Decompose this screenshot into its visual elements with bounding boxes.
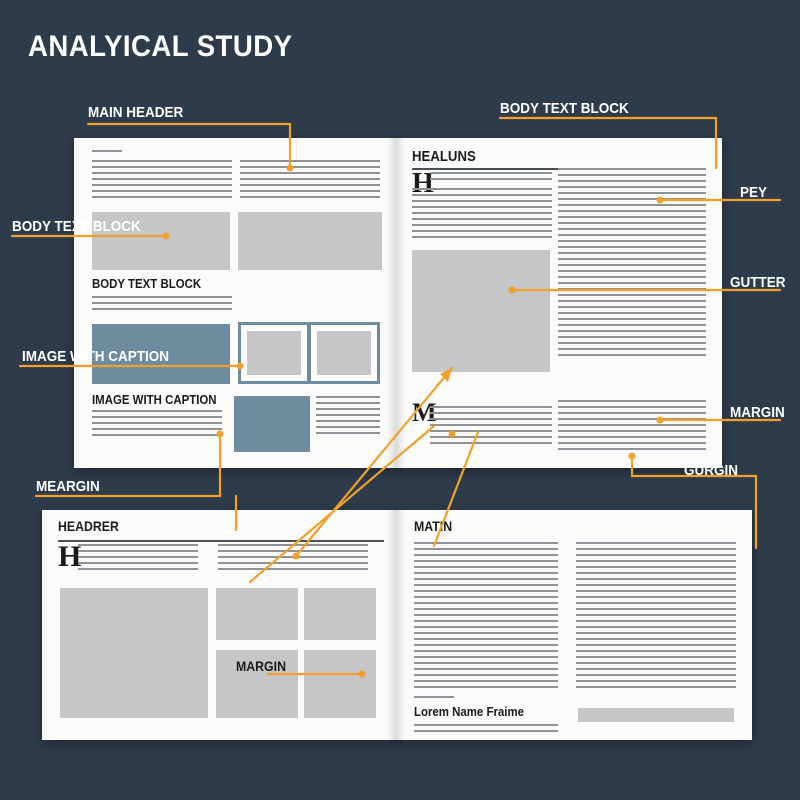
callout-body-text-block-top: BODY TEXT BLOCK <box>500 100 629 117</box>
callout-dot <box>656 416 664 424</box>
callout-dot <box>236 362 244 370</box>
bottom-left-body-text <box>78 544 198 574</box>
top-left-image-right <box>238 212 382 270</box>
top-right-heading: HEALUNS <box>412 148 476 165</box>
callout-image-with-caption: IMAGE WITH CAPTION <box>22 348 169 365</box>
bottom-left-image-1 <box>60 588 208 718</box>
bottom-left-body-text-2 <box>218 544 368 574</box>
bottom-left-image-4 <box>216 650 298 718</box>
bottom-left-image-5 <box>304 650 376 718</box>
top-right-lower-text <box>430 406 552 444</box>
callout-meargin: MEARGIN <box>36 478 100 495</box>
bottom-left-image-3 <box>304 588 376 640</box>
callout-gutter: GUTTER <box>730 274 786 291</box>
meargin-callout-line <box>34 432 222 498</box>
callout-dot <box>216 430 224 438</box>
top-right-intro-text <box>430 172 552 184</box>
bottom-left-header-rule <box>58 540 384 542</box>
bottom-right-text-col-2 <box>576 542 736 692</box>
bottom-left-image-2 <box>216 588 298 640</box>
diagonal-callout-line-1 <box>294 366 454 558</box>
top-left-image-caption-label: IMAGE WITH CAPTION <box>92 392 217 407</box>
callout-dot <box>358 670 366 678</box>
top-left-body-text <box>92 160 232 200</box>
bottom-right-name-text <box>414 724 558 732</box>
callout-dot <box>508 286 516 294</box>
top-left-caption-text-2 <box>316 396 380 436</box>
top-spread: BODY TEXT BLOCK IMAGE WITH CAPTION HEALU… <box>74 138 722 468</box>
bottom-right-name-line: Lorem Name Fraime <box>414 704 524 719</box>
main-header-callout-line <box>86 122 292 170</box>
callout-margin: MARGIN <box>730 404 785 421</box>
callout-body-text-block-left: BODY TEXT BLOCK <box>12 218 141 235</box>
callout-pey: PEY <box>740 184 768 201</box>
top-left-image-dark <box>92 324 230 384</box>
top-left-header-text <box>92 150 122 154</box>
top-spread-fold <box>387 138 405 468</box>
callout-main-header: MAIN HEADER <box>88 104 184 121</box>
top-left-caption-text <box>92 410 222 440</box>
page-title: ANALYICAL STUDY <box>28 30 293 63</box>
gurgin-callout-line <box>630 454 758 550</box>
top-left-image-frame-1 <box>238 322 310 384</box>
bottom-right-small-image <box>578 708 734 722</box>
top-left-body-text-2 <box>240 160 380 200</box>
bottom-left-header: HEADRER <box>58 518 119 534</box>
callout-dot <box>656 196 664 204</box>
top-right-image <box>412 250 550 372</box>
top-left-caption-image <box>234 396 310 452</box>
top-right-lower-column <box>558 400 706 450</box>
bottom-right-kicker <box>414 696 454 700</box>
top-left-image-wide <box>92 212 230 270</box>
top-right-body-text <box>412 188 552 238</box>
body-text-top-callout-line <box>498 116 718 170</box>
callout-arrowhead <box>440 368 452 382</box>
callout-dot <box>448 430 456 438</box>
diagonal-callout-line-2 <box>432 430 480 548</box>
bottom-right-text-col-1 <box>414 542 558 692</box>
bottom-left-dropcap: H <box>58 540 82 573</box>
bottom-spread: HEADRER H MARGIN MATIN Lorem Name Fraime <box>42 510 752 740</box>
callout-dot <box>162 232 170 240</box>
diagonal-callout-line-3 <box>248 424 436 584</box>
callout-dot <box>628 452 636 460</box>
bottom-left-margin-label: MARGIN <box>236 658 286 674</box>
top-left-image-frame-2 <box>308 322 380 384</box>
callout-gurgin: GURGIN <box>684 462 738 479</box>
top-left-body-text-label: BODY TEXT BLOCK <box>92 276 202 291</box>
callout-dot <box>292 552 300 560</box>
bottom-spread-fold <box>387 510 405 740</box>
top-left-body-text-3 <box>92 296 232 314</box>
callout-dot <box>286 164 294 172</box>
